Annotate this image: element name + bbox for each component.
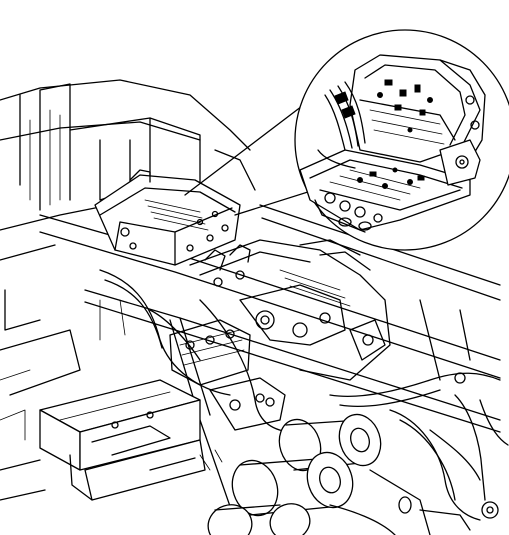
chassis-frame	[39, 204, 501, 535]
cab-panels	[0, 79, 256, 501]
right-frame-details	[199, 299, 509, 481]
battery-box	[39, 379, 206, 501]
transmission-valve-block	[189, 239, 391, 381]
valve-cluster	[169, 319, 286, 431]
control-unit-installed	[94, 169, 241, 266]
air-tanks	[207, 413, 499, 535]
detail-callout	[294, 29, 509, 251]
hoses-and-pipes	[99, 269, 501, 521]
